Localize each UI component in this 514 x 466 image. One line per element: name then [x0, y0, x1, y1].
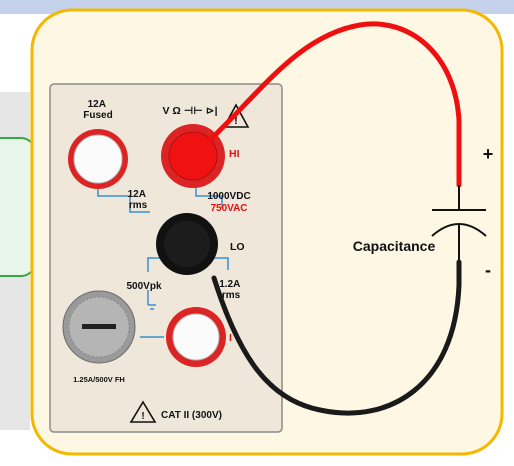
vac-rating: 750VAC [210, 203, 247, 214]
trace-hi-to-rating [195, 186, 223, 208]
capacitor-circuit: Capacitance + - [207, 21, 494, 416]
minus-sign: - [485, 260, 491, 280]
hi-label: HI [229, 148, 240, 160]
fuse-slot-icon [82, 324, 116, 329]
rms-12a-right-label: 1.2A rms [219, 279, 243, 301]
current-terminal-label-line2: Fused [83, 110, 112, 121]
red-test-lead [207, 21, 462, 188]
svg-text:!: ! [234, 115, 238, 127]
rms-12a-label-line2: rms [129, 200, 148, 211]
ground-symbol [148, 304, 156, 310]
vdc-rating: 1000VDC [207, 191, 250, 202]
trace-current-to-lo [97, 186, 150, 213]
vpk-label: 500Vpk [126, 281, 161, 292]
rms-12a-label: 12A rms [128, 189, 149, 211]
callout-box [0, 137, 36, 277]
warning-triangle-icon: ! [222, 103, 250, 128]
lo-terminal[interactable] [156, 213, 218, 275]
rms-12a-label-line1: 12A [128, 189, 146, 200]
fuse-holder[interactable] [62, 290, 136, 364]
meter-panel: 12A Fused V Ω ⊣⊢ ⊳| ! HI 12A rms 1000VDC… [49, 83, 283, 433]
rms-12a-right-label-line2: rms [222, 290, 241, 301]
category-rating: CAT II (300V) [161, 410, 222, 421]
black-test-lead [211, 259, 462, 416]
volt-terminal-symbols: V Ω ⊣⊢ ⊳| [162, 105, 217, 117]
i-label: I [229, 332, 232, 344]
current-terminal-label: 12A Fused [83, 99, 112, 121]
plus-sign: + [483, 144, 494, 164]
current-terminal-label-line1: 12A [88, 99, 106, 110]
lo-label: LO [230, 241, 245, 253]
rms-12a-right-label-line1: 1.2A [219, 279, 240, 290]
fuse-rating: 1.25A/500V FH [73, 375, 125, 384]
component-label: Capacitance [353, 238, 436, 254]
category-warning-icon: ! [129, 400, 157, 423]
i-terminal[interactable] [166, 307, 226, 367]
svg-text:!: ! [141, 411, 144, 422]
current-terminal-12a[interactable] [68, 129, 128, 189]
